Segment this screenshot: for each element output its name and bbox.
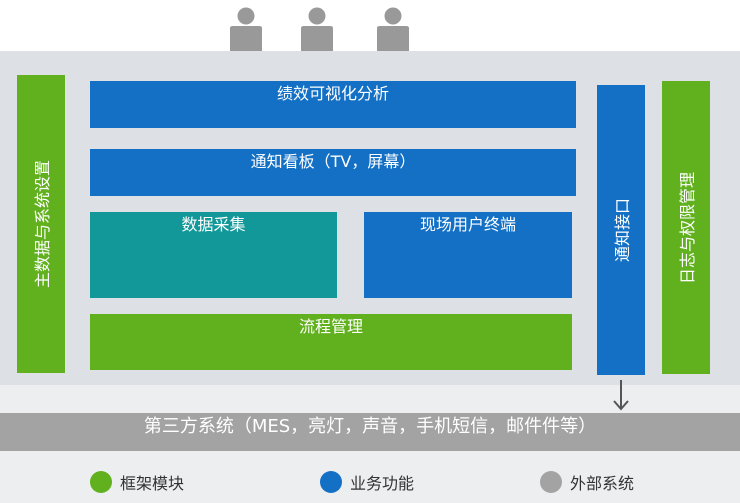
blue-dot-icon [320, 471, 342, 493]
connector-strip [0, 385, 740, 413]
third-party-label: 第三方系统（MES，亮灯，声音，手机短信，邮件件等） [143, 416, 597, 437]
data-collection-module: 数据采集 [90, 212, 337, 298]
master-data-module: 主数据与系统设置 [17, 75, 65, 373]
field-terminal-module: 现场用户终端 [364, 212, 572, 298]
field-terminal-label: 现场用户终端 [419, 215, 516, 234]
legend-business-label: 业务功能 [350, 474, 415, 493]
notice-board-module: 通知看板（TV，屏幕） [90, 149, 576, 196]
notice-board-label: 通知看板（TV，屏幕） [250, 152, 416, 171]
legend-item-external: 外部系统 [540, 470, 634, 494]
master-data-label: 主数据与系统设置 [33, 159, 52, 289]
performance-module: 绩效可视化分析 [90, 81, 576, 128]
process-management-module: 流程管理 [90, 314, 572, 370]
legend-item-business: 业务功能 [320, 470, 414, 494]
arrow-down-icon [613, 380, 629, 411]
log-permission-module: 日志与权限管理 [662, 81, 710, 374]
process-management-label: 流程管理 [298, 317, 363, 336]
notify-interface-module: 通知接口 [597, 85, 645, 375]
log-permission-label: 日志与权限管理 [678, 171, 697, 284]
gray-dot-icon [540, 471, 562, 493]
green-dot-icon [90, 471, 112, 493]
legend-area [0, 451, 740, 503]
performance-label: 绩效可视化分析 [276, 84, 389, 103]
data-collection-label: 数据采集 [181, 215, 246, 234]
legend-external-label: 外部系统 [570, 474, 635, 493]
legend-item-framework: 框架模块 [90, 470, 184, 494]
legend-framework-label: 框架模块 [120, 474, 185, 493]
notify-interface-label: 通知接口 [613, 197, 632, 263]
third-party-systems: 第三方系统（MES，亮灯，声音，手机短信，邮件件等） [0, 413, 740, 451]
